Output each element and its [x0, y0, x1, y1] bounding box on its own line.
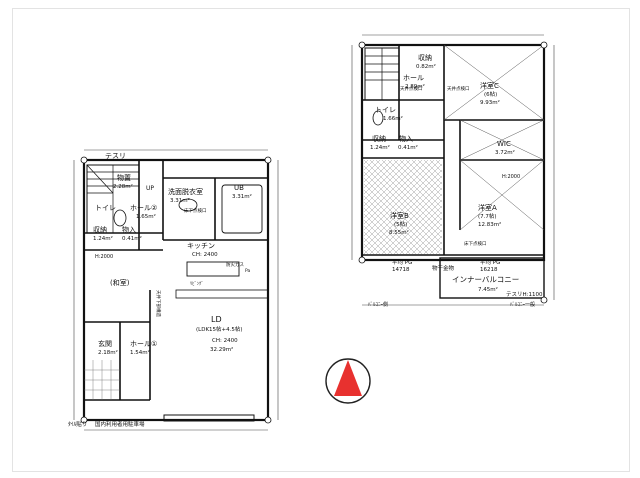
inner-balcony [439, 257, 545, 299]
room-label: 洋室C [480, 81, 499, 90]
room-label: UB [234, 184, 244, 192]
floor2-partitions [362, 45, 544, 256]
pg-value: 14718 [392, 267, 410, 273]
room-area: 32.29m² [210, 346, 233, 353]
bathtub [221, 184, 263, 234]
floor2-room-diagonals [443, 44, 545, 231]
room-area: 2.89m² [405, 83, 425, 90]
room-label: 洋室B [390, 211, 409, 220]
floor2-outer-wall [360, 43, 546, 262]
room-area: 1.54m² [130, 349, 150, 356]
h-note: H:2000 [95, 254, 113, 260]
kitchen-counter [186, 261, 240, 277]
ceiling-hatch-note-2: 天井点検口 [447, 85, 470, 92]
room-area: (6帖) [484, 90, 497, 98]
living-window [163, 414, 255, 422]
room-area: (7.7帖) [478, 212, 497, 220]
parking-note: 国内利用者用駐車場 [95, 420, 145, 428]
room-label: トイレ [95, 204, 116, 212]
room-area: 8.55m² [389, 229, 409, 236]
ceiling-hatch-note: 天井点検口 [400, 85, 423, 92]
floor1-partitions [84, 160, 268, 401]
room-area: (LDK15帖+4.5帖) [196, 325, 243, 333]
room-area: CH: 2400 [192, 252, 218, 258]
floor2-labels: 収納 0.82m² ホール 2.89m² トイレ 1.66m² 収納 1.24m… [368, 53, 543, 308]
room-area: 9.93m² [480, 99, 500, 106]
room-label: 収納 [418, 53, 432, 62]
floor2-column-markers [358, 41, 548, 304]
room-area: 2.18m² [98, 349, 118, 356]
room-area: 0.41m² [122, 235, 142, 242]
pg-label: 平均 PG [392, 258, 412, 266]
veranda-note: ﾊﾞﾙｺﾆｰ一般 [510, 301, 535, 308]
room-area: 1.24m² [370, 144, 390, 151]
floor1-column-markers [80, 156, 272, 424]
pg-value: 16218 [480, 267, 498, 273]
toilet2-fixture [372, 110, 384, 126]
room-label: 物入 [399, 134, 413, 143]
room-area: 1.24m² [93, 235, 113, 242]
h-note: H:2000 [502, 174, 520, 180]
floor1-stair-steps [86, 164, 139, 233]
room-area: 1.65m² [136, 213, 156, 220]
wash-sink [178, 198, 198, 212]
handrail-label: テスリ [105, 152, 126, 160]
balcony-area: 7.45m² [478, 286, 498, 293]
floor-hatch-note: 床下点検口 [464, 240, 487, 247]
floor2-stair-steps [365, 48, 399, 100]
gas-note: 防火ガス [226, 261, 244, 268]
room-label: ホール② [130, 204, 157, 212]
room-label: 収納 [93, 225, 107, 234]
room-label: キッチン [187, 242, 215, 250]
room-label: WIC [497, 140, 511, 148]
room-area: 0.41m² [398, 144, 418, 151]
tatami-label: (和室) [110, 278, 130, 287]
room-label: トイレ [375, 106, 396, 114]
room-ceiling: CH: 2400 [212, 338, 238, 344]
veranda-note: ﾊﾞﾙｺﾆｰ側 [368, 301, 388, 308]
clothes-pole-label: 物干金物 [432, 264, 455, 272]
floor2-dimension-lines [351, 34, 555, 306]
room-label: LD [211, 315, 222, 324]
roomB-flooring-hatch [364, 160, 442, 254]
floor1-plan [73, 149, 279, 431]
room-label: ホール① [130, 340, 157, 348]
north-arrow-icon [325, 358, 371, 404]
floor1-dimension-lines [73, 149, 279, 431]
handrail-label: テスリH:1100 [506, 291, 543, 298]
toilet-fixture [113, 209, 127, 227]
room-label: 洗面脱衣室 [168, 187, 203, 196]
hatch-note: 床下点検口 [184, 207, 207, 214]
room-area: (5帖) [394, 220, 407, 228]
floor2-plan [351, 34, 555, 306]
room-label: 物入 [122, 225, 136, 234]
room-area: 0.82m² [416, 63, 436, 70]
entrance-tiles [84, 360, 120, 400]
floor1-labels: テスリ 物置 2.28m² トイレ ホール② 1.65m² 洗面脱衣室 3.31… [68, 152, 252, 428]
tile-note: ﾀｲﾙ貼り [68, 420, 87, 428]
room-label: ホール [403, 74, 424, 82]
compass-arrow [334, 360, 362, 396]
room-area: 3.72m² [495, 149, 515, 156]
living-note: ﾘﾋﾞﾝｸﾞ [190, 280, 204, 287]
kitchen-back-counter [175, 289, 269, 299]
room-label: 収納 [372, 134, 386, 143]
room-area: 3.31m² [232, 193, 252, 200]
room-area: 3.31m² [170, 197, 190, 204]
pa-note: Pa [245, 268, 251, 274]
balcony-label: インナーバルコニー [452, 275, 519, 284]
structure-note: 天井下部構造 [155, 290, 162, 317]
room-area: 12.83m² [478, 221, 501, 228]
room-label: 玄関 [98, 339, 112, 348]
up-label: UP [146, 185, 154, 192]
room-area: 1.66m² [383, 115, 403, 122]
room-area: 2.28m² [113, 183, 133, 190]
paper [12, 8, 630, 472]
pg-label: 平均 PG [480, 258, 500, 266]
room-label: 物置 [117, 173, 131, 182]
room-label: 洋室A [478, 203, 497, 212]
